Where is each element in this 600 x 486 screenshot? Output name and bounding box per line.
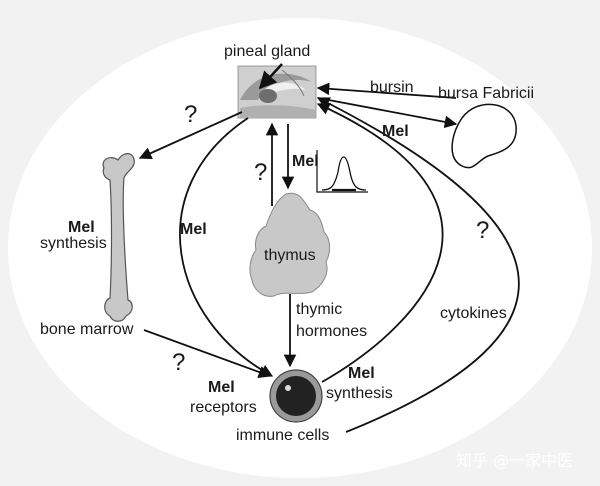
label-synthesis-immune: synthesis <box>326 385 393 402</box>
label-mel-bone: Mel <box>68 219 95 236</box>
label-receptors: receptors <box>190 399 257 416</box>
label-mel-thymus: Mel <box>292 153 319 170</box>
arrow-cytokines <box>316 97 520 433</box>
label-hormones: hormones <box>296 323 367 340</box>
arrow-mel-to-bursa <box>317 97 458 129</box>
label-pineal-gland: pineal gland <box>224 43 310 60</box>
arrow-mel-synthesis-curve <box>316 102 444 383</box>
label-thymus: thymus <box>264 247 316 264</box>
bone-shape <box>102 153 135 322</box>
thymus-shape <box>249 192 331 297</box>
arrows <box>138 82 520 433</box>
label-mel-bursa: Mel <box>382 123 409 140</box>
label-immune-cells: immune cells <box>236 427 329 444</box>
question-cytokines: ? <box>476 217 489 244</box>
label-mel-left-curve: Mel <box>180 221 207 238</box>
bursa-fabricii-shape <box>451 103 517 169</box>
question-bone: ? <box>184 101 197 128</box>
label-mel-synthesis-mel: Mel <box>348 365 375 382</box>
label-cytokines: cytokines <box>440 305 507 322</box>
arrow-pineal-to-bone <box>138 111 243 160</box>
label-bursa-fabricii: bursa Fabricii <box>438 85 534 102</box>
pineal-pointer-arrow <box>258 63 283 90</box>
immune-cell-shape <box>269 369 323 423</box>
label-mel-receptors-mel: Mel <box>208 379 235 396</box>
label-thymic: thymic <box>296 301 342 318</box>
pineal-gland-image <box>237 65 317 119</box>
question-thymus: ? <box>254 159 267 186</box>
label-synthesis-bone: synthesis <box>40 235 107 252</box>
arrow-mel-left-curve <box>179 117 274 377</box>
question-marrow: ? <box>172 349 185 376</box>
watermark: 知乎 @一家中医 <box>456 451 573 470</box>
arrow-bone-marrow <box>143 329 272 379</box>
label-bursin: bursin <box>370 79 414 96</box>
arrow-bursin <box>316 82 457 99</box>
label-bone-marrow: bone marrow <box>40 321 134 338</box>
melatonin-curve-inset <box>316 150 368 193</box>
